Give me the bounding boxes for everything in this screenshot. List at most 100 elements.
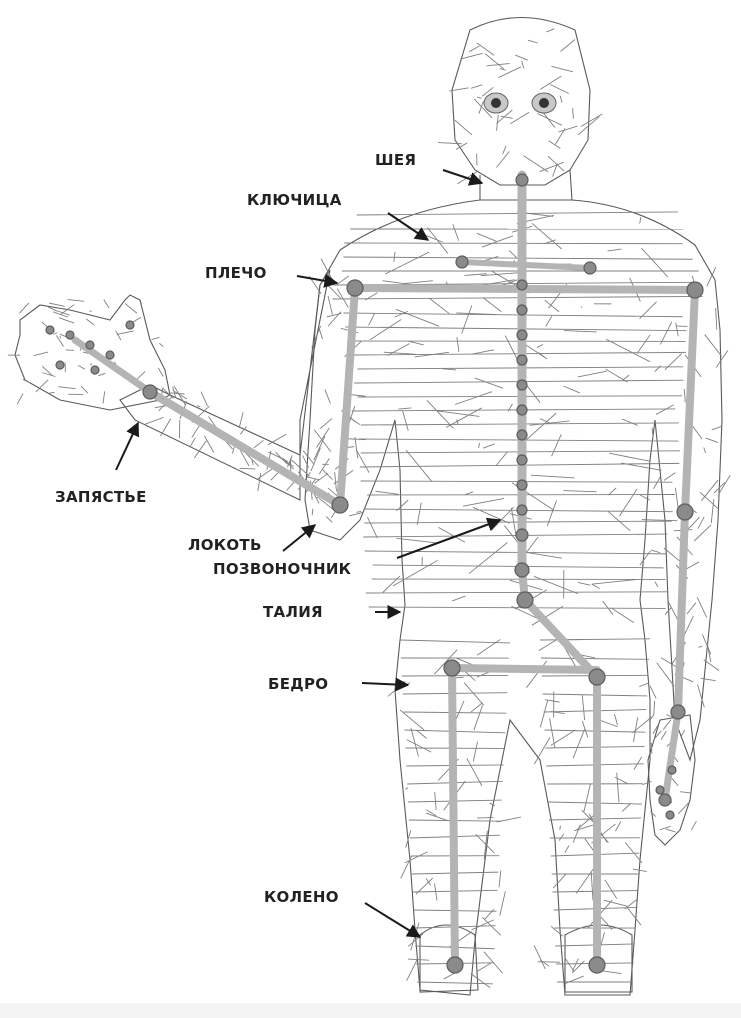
mesh-edge <box>314 430 331 452</box>
mesh-edge <box>57 311 69 315</box>
joint-node <box>517 405 527 415</box>
mesh-edge <box>400 640 510 643</box>
mesh-edge <box>307 477 320 480</box>
mesh-edge <box>515 55 528 60</box>
mesh-edge <box>634 757 642 770</box>
mesh-edge <box>496 452 507 466</box>
mesh-edge <box>417 982 493 984</box>
mesh-edge <box>86 319 94 325</box>
mesh-edge <box>344 313 683 317</box>
mesh-edge <box>312 326 321 348</box>
mesh-edge <box>254 440 264 448</box>
mesh-edge <box>337 289 348 308</box>
mesh-edge <box>564 386 580 393</box>
joint-node <box>347 280 363 296</box>
mesh-edge <box>403 281 433 284</box>
mesh-edge <box>355 437 358 458</box>
joint-node <box>677 504 693 520</box>
mesh-edge <box>559 834 564 841</box>
mesh-edge <box>350 395 366 397</box>
mesh-edge <box>477 233 496 241</box>
mesh-edge <box>654 701 655 716</box>
joint-node <box>517 430 527 440</box>
joint-node <box>517 280 527 290</box>
joint-node <box>517 592 533 608</box>
mesh-edge <box>197 405 200 406</box>
mesh-edge <box>640 495 650 500</box>
mesh-edge <box>701 678 716 680</box>
joint-node <box>517 480 527 490</box>
mesh-edge <box>384 352 416 354</box>
mesh-edge <box>239 412 243 428</box>
mesh-edge <box>460 53 482 59</box>
mesh-edge <box>640 551 651 565</box>
mesh-edge <box>426 813 448 821</box>
mesh-edge <box>303 451 314 465</box>
label-knee: КОЛЕНО <box>264 888 339 906</box>
mesh-edge <box>640 217 641 224</box>
mesh-edge <box>498 67 521 78</box>
mesh-edge <box>321 259 333 282</box>
joint-node <box>584 262 596 274</box>
mesh-edge <box>542 111 555 127</box>
joint-node <box>444 660 460 676</box>
joint-node <box>666 811 674 819</box>
mesh-edge <box>676 326 688 327</box>
mesh-edge <box>170 393 184 394</box>
mesh-edge <box>453 224 459 240</box>
mesh-edge <box>159 343 163 346</box>
mesh-edge <box>578 371 607 377</box>
wrist-arrow <box>116 423 138 470</box>
mesh-edge <box>158 368 163 376</box>
mesh-edge <box>697 597 707 617</box>
mesh-edge <box>438 143 462 144</box>
mesh-edge <box>553 873 566 888</box>
joint-node <box>46 326 54 334</box>
mesh-edge <box>332 296 702 299</box>
mesh-edge <box>540 700 547 727</box>
mesh-edge <box>625 843 642 863</box>
knee-arrow <box>365 903 420 937</box>
mesh-edge <box>427 228 448 254</box>
mesh-edge <box>471 974 490 988</box>
mesh-edge <box>393 560 438 586</box>
mesh-edge <box>592 584 600 589</box>
label-wrist: ЗАПЯСТЬЕ <box>55 488 147 506</box>
joint-node <box>56 361 64 369</box>
mesh-edge <box>417 730 427 738</box>
mesh-edge <box>681 730 685 738</box>
mesh-edge <box>573 108 574 119</box>
body-mesh-outline <box>15 18 722 996</box>
mesh-edge <box>369 313 375 325</box>
mesh-edge <box>17 394 23 405</box>
mesh-edge <box>484 952 503 973</box>
mesh-edge <box>465 492 473 495</box>
mesh-edge <box>532 223 562 249</box>
mesh-edge <box>479 443 480 448</box>
skeleton-bones <box>75 175 695 965</box>
mesh-edge <box>698 517 704 529</box>
mesh-edge <box>90 311 92 312</box>
mesh-edge <box>684 389 685 402</box>
mesh-edge <box>116 331 121 341</box>
mesh-edge <box>656 405 674 415</box>
mesh-edge <box>582 721 588 737</box>
mesh-edge <box>275 452 287 464</box>
mesh-edge <box>400 710 424 730</box>
mesh-edge <box>560 39 574 51</box>
mesh-edge <box>125 304 137 314</box>
mesh-edge <box>581 307 582 308</box>
mesh-edge <box>335 276 348 286</box>
mesh-edge <box>268 434 287 445</box>
mesh-edge <box>401 856 412 878</box>
mesh-edge <box>704 660 719 671</box>
mesh-edge <box>344 243 682 244</box>
mesh-edge <box>320 418 332 429</box>
mesh-edge <box>104 299 109 308</box>
mesh-edge <box>118 331 134 334</box>
mesh-edge <box>676 323 679 337</box>
mesh-edge <box>499 870 501 887</box>
mesh-edge <box>641 248 668 277</box>
mesh-edge <box>605 880 617 899</box>
